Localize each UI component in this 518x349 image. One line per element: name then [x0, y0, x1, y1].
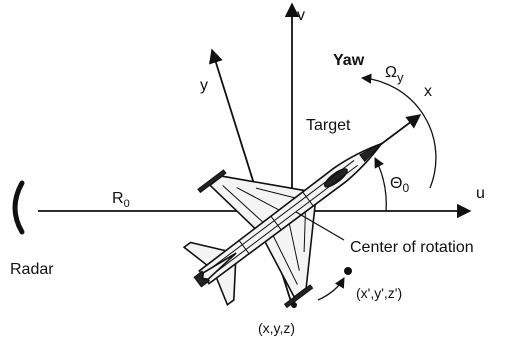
omega-subscript: y — [397, 70, 404, 85]
omega-symbol: Ω — [385, 64, 397, 81]
theta-angle-arc — [374, 157, 387, 212]
target-label: Target — [306, 117, 351, 134]
rotated-point-dot — [344, 267, 352, 275]
radar-dish — [12, 180, 25, 235]
original-point-dot — [291, 302, 297, 308]
range-symbol: R — [112, 190, 124, 207]
x-axis-label: x — [424, 83, 432, 100]
radar-label: Radar — [10, 261, 54, 278]
range-label: R0 — [112, 190, 130, 210]
jet-canopy — [323, 168, 348, 188]
rotated-point-label: (x',y',z') — [356, 285, 402, 301]
jet-nose — [359, 143, 382, 162]
yaw-label: Yaw — [333, 52, 365, 69]
theta-subscript: 0 — [402, 181, 409, 195]
u-axis-label: u — [476, 185, 485, 202]
jet-panel-lines — [210, 160, 358, 285]
jet-tail-fin — [201, 252, 237, 281]
jet-missile-left — [197, 169, 227, 194]
original-point-label: (x,y,z) — [258, 320, 295, 336]
center-of-rotation-label: Center of rotation — [350, 239, 474, 256]
v-axis-label: v — [297, 7, 305, 24]
theta-symbol: Θ — [390, 175, 402, 192]
point-rotation-arrow — [317, 277, 345, 301]
y-axis-label: y — [200, 77, 208, 94]
omega-label: Ωy — [385, 64, 404, 85]
theta-label: Θ0 — [390, 175, 409, 195]
jet-missile-right — [283, 284, 314, 309]
jet-aircraft — [182, 141, 384, 309]
range-subscript: 0 — [124, 198, 130, 210]
yaw-arc-arrow — [360, 73, 437, 189]
center-pointer-line — [295, 211, 345, 241]
